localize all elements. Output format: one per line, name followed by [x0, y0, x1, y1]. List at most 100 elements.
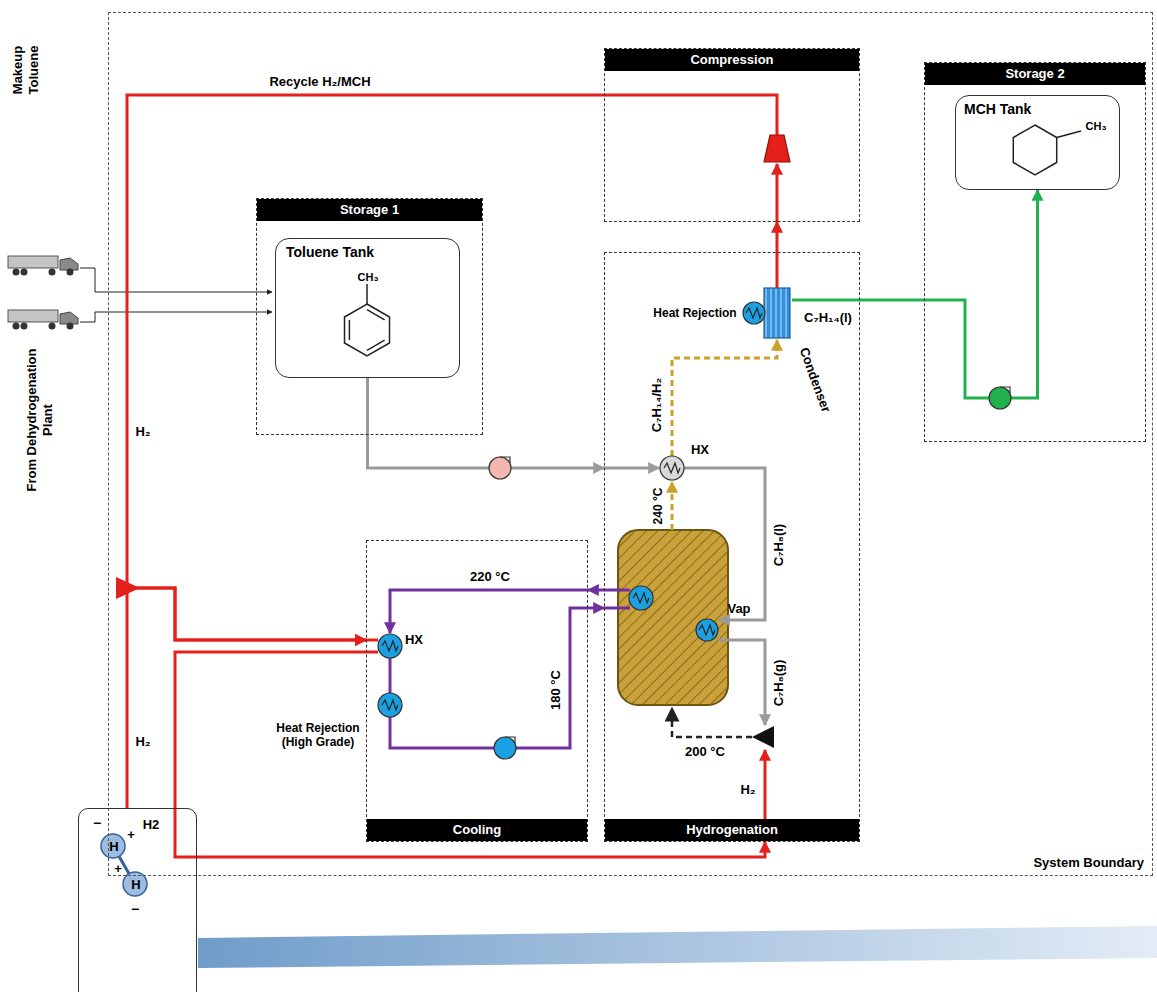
stream-label: Recycle H₂/MCH [269, 74, 370, 90]
hydrogen-line [776, 252, 779, 288]
product-vapour-line [672, 340, 777, 456]
equipment-label: Heat Rejection [653, 306, 736, 320]
temperature-label: 180 °C [548, 670, 564, 710]
toluene-molecule [367, 310, 385, 320]
tank-label: Toluene Tank [286, 244, 374, 260]
heat-exchanger-symbol [378, 634, 402, 658]
slide-swoosh [198, 926, 1157, 968]
product-vapour-line [672, 340, 777, 530]
hydrogen-icon [101, 834, 125, 858]
area-title: Hydrogenation [605, 819, 859, 841]
hydrogen-icon [78, 808, 197, 992]
compressor-symbol [764, 135, 790, 162]
condenser-symbol [764, 288, 790, 338]
exchanger-coil [699, 625, 715, 635]
area-title: Cooling [367, 819, 587, 841]
exchanger-coil [633, 593, 649, 603]
pump-symbol [489, 387, 1011, 759]
toluene-line [718, 640, 765, 725]
process-stream [588, 589, 604, 592]
area-title: Compression [605, 49, 859, 71]
slide-swoosh [198, 926, 1157, 968]
hydrogen-line [366, 651, 378, 654]
charge-sign: + [127, 828, 135, 843]
mixer-symbol [752, 726, 774, 748]
heat-exchanger-symbol [629, 586, 653, 610]
equipment-label: Vap [727, 601, 750, 617]
mch-line [792, 299, 860, 302]
splitter-symbol [116, 577, 140, 599]
equipment-label: Heat Rejection (High Grade) [268, 721, 368, 750]
process-stream [368, 378, 605, 468]
heat-exchanger-symbol [660, 456, 684, 480]
condenser-symbol [743, 302, 765, 324]
reactor-vessel [618, 530, 728, 705]
exchanger-coil [382, 463, 715, 710]
reactor-vessel [618, 530, 728, 705]
exchanger-coil [382, 641, 398, 651]
stream-label: C₇H₁₄(l) [804, 310, 852, 326]
toluene-molecule [367, 340, 385, 350]
mch-line [792, 299, 860, 302]
stream-label: C₇H₈(l) [771, 524, 787, 566]
coolant-line [389, 658, 392, 693]
temperature-label: 220 °C [470, 569, 510, 585]
stream-label: H₂ [740, 782, 755, 798]
process-stream [860, 190, 1038, 398]
exchanger-coil [664, 463, 680, 473]
heat-exchanger-symbol [378, 456, 718, 717]
toluene-molecule [345, 304, 390, 356]
splitter-symbol [116, 577, 140, 599]
toluene-molecule [349, 320, 351, 340]
source-label: H2 [143, 818, 160, 833]
process-area: Toluene TankCH₃Storage 1 [256, 198, 483, 435]
equipment-label: Condenser [796, 345, 834, 414]
system-boundary: CompressionMCH TankCH₃ Storage 2 Toluene T… [108, 12, 1153, 876]
pump-symbol [1000, 387, 1010, 393]
temperature-label: 240 °C [651, 488, 665, 525]
process-stream [127, 588, 366, 808]
process-area: MCH TankCH₃ Storage 2 [924, 62, 1146, 442]
mixer-symbol [752, 726, 774, 748]
pump-symbol [489, 457, 511, 479]
tank-label: MCH Tank [964, 101, 1031, 117]
compressor-symbol [764, 135, 790, 162]
charge-sign: − [131, 901, 139, 917]
stream-label: H₂ [135, 734, 150, 750]
tanker-truck [8, 256, 78, 276]
stream-label: C₇H₈(g) [771, 660, 787, 707]
pump-symbol [989, 387, 1011, 409]
process-area: Compression [604, 48, 860, 222]
storage-tank: MCH TankCH₃ [955, 95, 1120, 190]
tanker-truck [8, 256, 78, 330]
formula-label: CH₃ [1086, 120, 1107, 133]
charge-sign: − [93, 815, 101, 831]
coolant-line [604, 607, 630, 610]
toluene-line [604, 468, 765, 725]
charge-sign: + [114, 862, 122, 877]
toluene-molecule [345, 284, 390, 356]
feed-gas-line [672, 708, 752, 737]
area-title: Storage 2 [925, 63, 1145, 85]
boundary-label: System Boundary [1033, 856, 1144, 871]
mch-molecule [1057, 131, 1081, 138]
pump-symbol [500, 457, 510, 463]
storage-tank: Toluene TankCH₃ [275, 238, 460, 378]
coolant-line [604, 589, 630, 592]
atom-symbol: H [109, 840, 118, 855]
condenser-symbol [743, 288, 790, 338]
hydrogen-icon [78, 808, 197, 992]
hydrogen-line [776, 164, 779, 222]
mch-molecule [1013, 125, 1081, 175]
coolant-line [390, 590, 588, 633]
condenser-symbol [746, 308, 762, 318]
coolant-line [516, 608, 588, 748]
toluene-line [684, 468, 765, 620]
atom-symbol: H [131, 878, 140, 893]
tanker-truck [8, 310, 78, 330]
pump-symbol [505, 737, 515, 743]
exchanger-coil [382, 700, 398, 710]
